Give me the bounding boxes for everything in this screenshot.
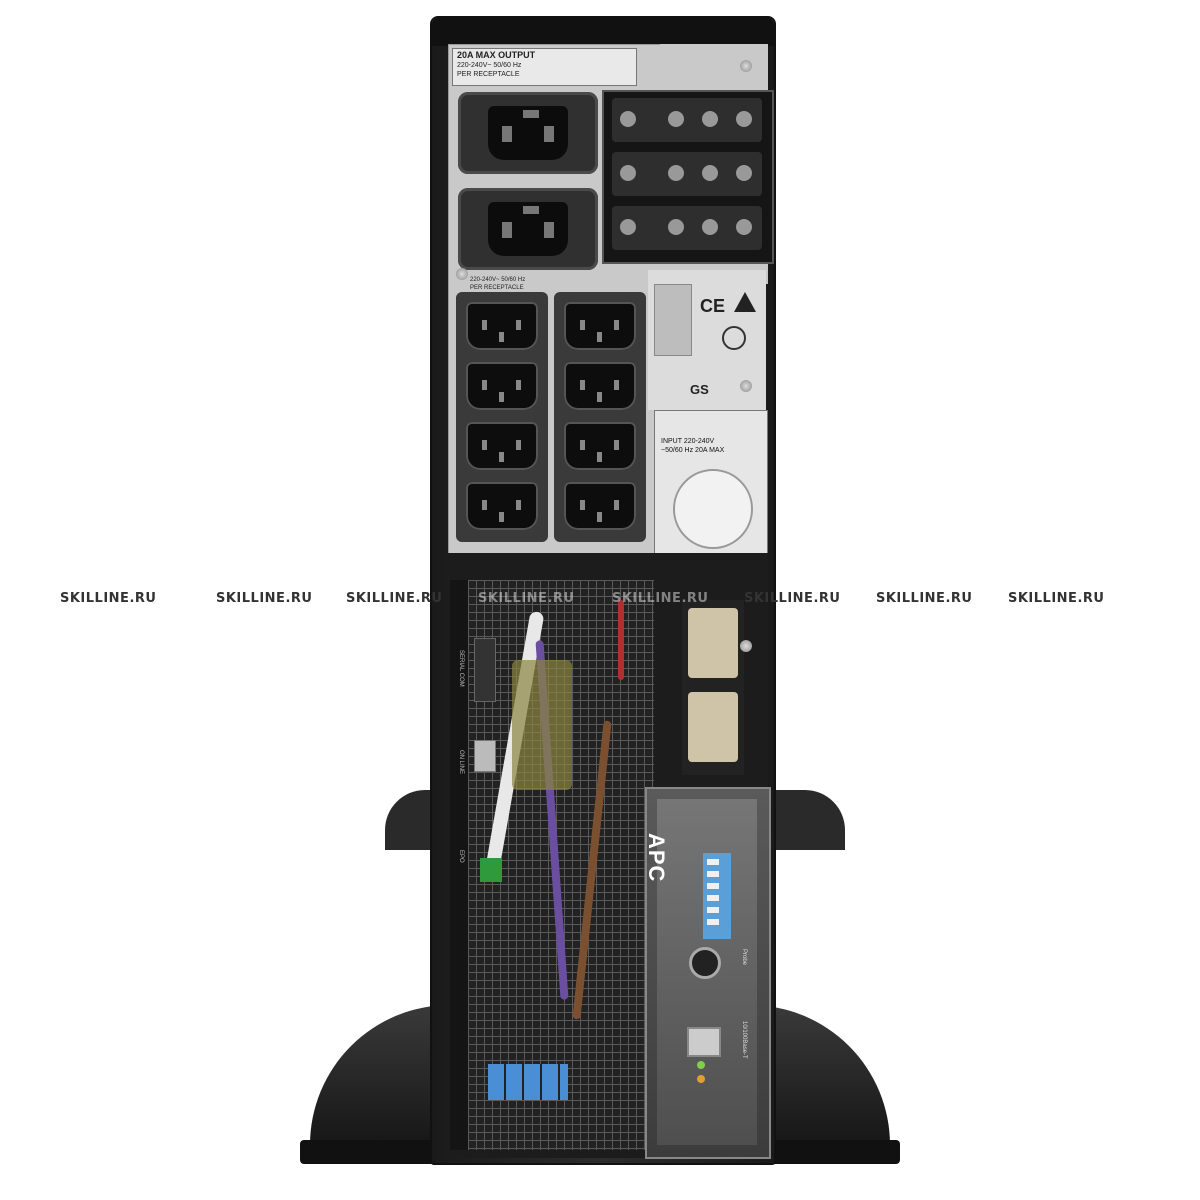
ups-top-cap xyxy=(432,18,774,46)
apc-logo: APC xyxy=(644,833,669,883)
screw-icon xyxy=(456,268,468,280)
input-rating-label: INPUT 220-240V ~50/60 Hz 20A MAX xyxy=(661,437,761,455)
group-rating-line-1: 220-240V~ 50/60 Hz xyxy=(470,277,526,283)
screw-icon xyxy=(740,640,752,652)
transformer-coil xyxy=(512,660,572,790)
watermark-text: SKILLINE.RU xyxy=(876,591,973,606)
wiring-diagram-icon xyxy=(654,284,692,356)
ethernet-label: 10/100Base-T xyxy=(741,1021,747,1059)
dip-switch[interactable] xyxy=(703,853,731,939)
gs-mark: GS xyxy=(690,382,709,397)
ce-mark: CE xyxy=(700,296,726,316)
battery-connector-panel xyxy=(682,600,744,775)
c19-outlet[interactable] xyxy=(458,188,598,270)
input-rating-line-1: INPUT 220-240V xyxy=(661,438,715,445)
comm-port-strip: SERIAL COM ON LINE EPO xyxy=(450,580,470,1150)
usb-port[interactable] xyxy=(474,740,496,772)
output-rating-title: 20A MAX OUTPUT xyxy=(457,50,536,60)
status-led-icon xyxy=(697,1061,705,1069)
warning-triangle-icon xyxy=(734,292,756,312)
c13-outlet[interactable] xyxy=(564,362,636,410)
card-faceplate: APC Probe 10/100Base-T xyxy=(644,799,757,1145)
group-rating-label: 220-240V~ 50/60 Hz PER RECEPTACLE xyxy=(470,276,650,292)
online-label: ON LINE xyxy=(458,750,464,775)
output-rating-label: 20A MAX OUTPUT 220-240V~ 50/60 Hz PER RE… xyxy=(452,48,637,86)
probe-label: Probe xyxy=(741,949,747,966)
c13-outlet-group-right xyxy=(554,292,646,542)
screw-icon xyxy=(740,60,752,72)
watermark-text: SKILLINE.RU xyxy=(216,591,313,606)
battery-connector[interactable] xyxy=(688,692,738,762)
battery-terminal-block xyxy=(602,90,774,264)
red-wire xyxy=(618,600,624,680)
c13-outlet[interactable] xyxy=(466,302,538,350)
link-led-icon xyxy=(697,1075,705,1083)
serial-port[interactable] xyxy=(474,638,496,702)
input-rating-line-2: ~50/60 Hz 20A MAX xyxy=(661,447,725,454)
probe-port[interactable] xyxy=(689,947,721,979)
network-management-card: APC Probe 10/100Base-T xyxy=(644,787,771,1159)
c19-outlet[interactable] xyxy=(458,92,598,174)
c13-outlet[interactable] xyxy=(564,302,636,350)
serial-com-label: SERIAL COM xyxy=(458,650,464,687)
c13-outlet[interactable] xyxy=(466,482,538,530)
c13-outlet[interactable] xyxy=(564,482,636,530)
output-rating-line-1: 220-240V~ 50/60 Hz xyxy=(457,62,522,69)
watermark-text: SKILLINE.RU xyxy=(346,591,443,606)
watermark-text: SKILLINE.RU xyxy=(478,591,575,606)
c13-outlet-group-left xyxy=(456,292,548,542)
battery-connector[interactable] xyxy=(688,608,738,678)
blue-connector-block xyxy=(488,1064,568,1100)
input-breaker-knob[interactable] xyxy=(673,469,753,549)
ethernet-port[interactable] xyxy=(687,1027,721,1057)
epo-label: EPO xyxy=(458,850,464,863)
screw-icon xyxy=(740,380,752,392)
c13-outlet[interactable] xyxy=(466,362,538,410)
group-rating-line-2: PER RECEPTACLE xyxy=(470,285,524,291)
watermark-text: SKILLINE.RU xyxy=(1008,591,1105,606)
c13-outlet[interactable] xyxy=(466,422,538,470)
c13-outlet[interactable] xyxy=(564,422,636,470)
certification-area: CE GS xyxy=(648,270,766,410)
watermark-text: SKILLINE.RU xyxy=(60,591,157,606)
ul-mark-icon xyxy=(722,326,746,350)
watermark-row: SKILLINE.RU SKILLINE.RU SKILLINE.RU SKIL… xyxy=(0,591,1200,611)
watermark-text: SKILLINE.RU xyxy=(612,591,709,606)
watermark-text: SKILLINE.RU xyxy=(744,591,841,606)
output-rating-line-2: PER RECEPTACLE xyxy=(457,71,520,78)
epo-terminal[interactable] xyxy=(480,858,502,882)
brown-wire xyxy=(572,720,612,1020)
